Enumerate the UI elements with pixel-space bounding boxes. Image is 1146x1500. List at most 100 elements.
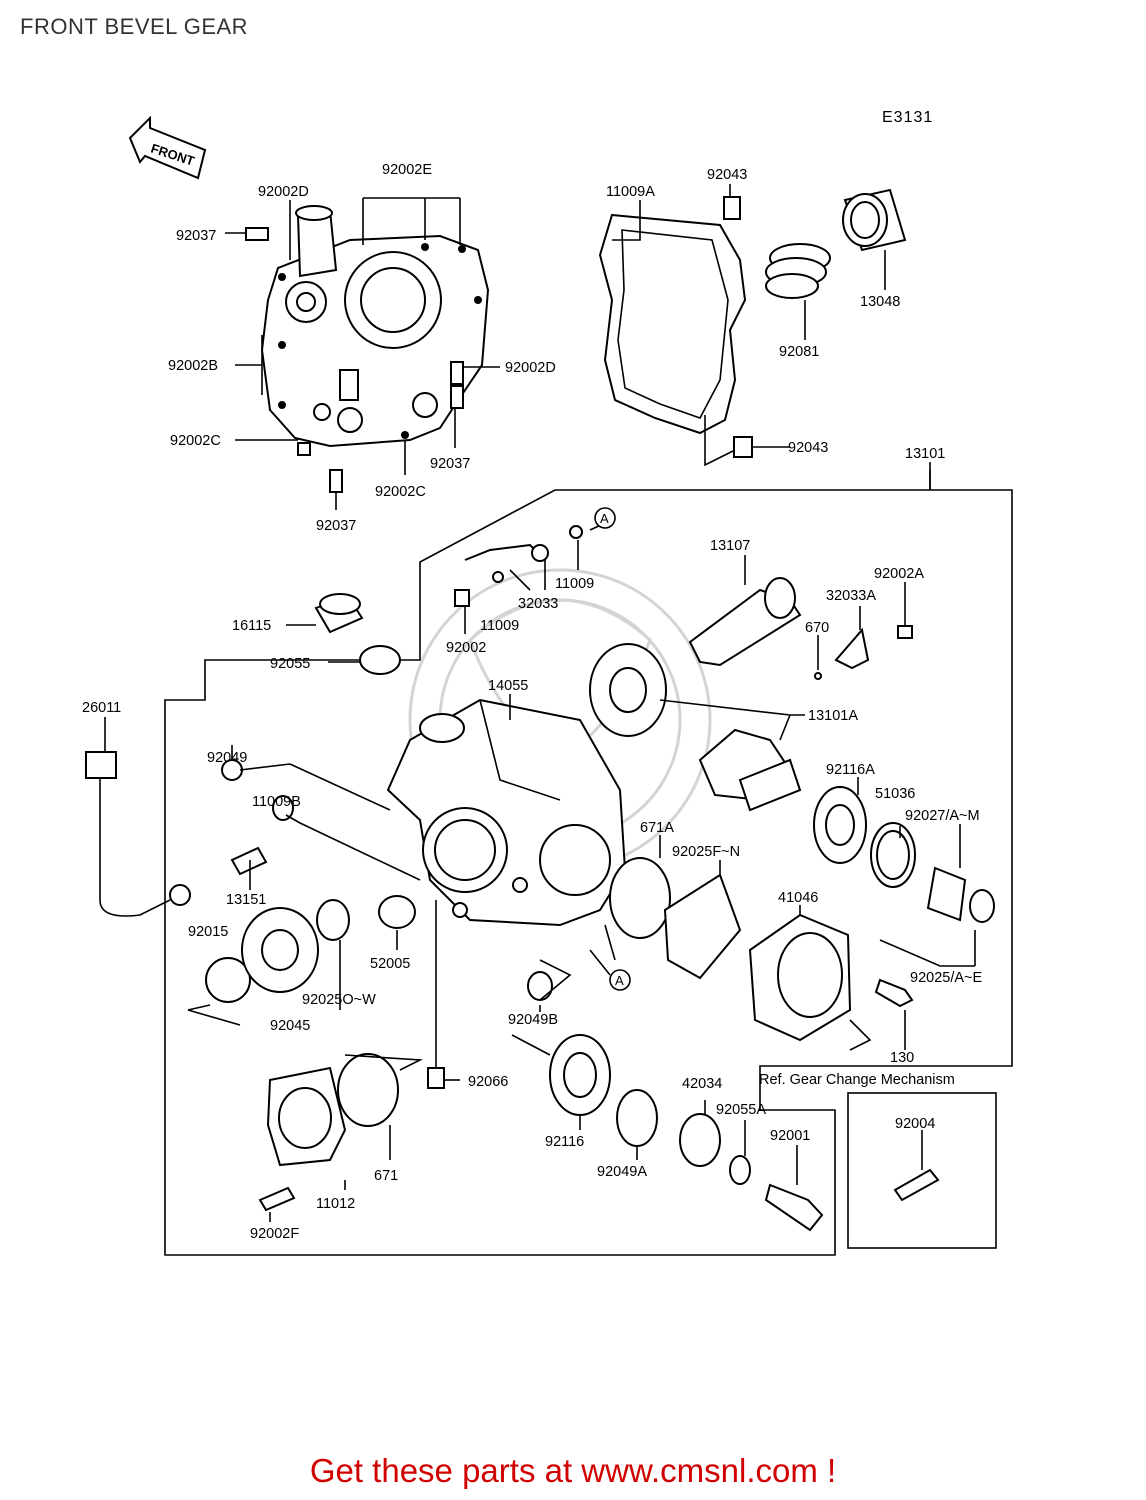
label-13151: 13151 bbox=[226, 892, 266, 908]
dowel-92043-upper bbox=[723, 196, 741, 220]
o-ring-671 bbox=[337, 1053, 399, 1127]
label-11009b: 11009B bbox=[252, 794, 301, 810]
label-92002: 92002 bbox=[446, 640, 486, 656]
label-92002c: 92002C bbox=[170, 433, 221, 449]
label-16115: 16115 bbox=[232, 618, 271, 634]
label-14055: 14055 bbox=[488, 678, 528, 694]
part-labels: 92002D 92002E 92037 92002B 92002D 92002C… bbox=[82, 162, 982, 1242]
label-130: 130 bbox=[890, 1050, 914, 1066]
label-671a: 671A bbox=[640, 820, 674, 836]
label-92027-a-m: 92027/A~M bbox=[905, 808, 980, 824]
label-92002b: 92002B bbox=[168, 358, 218, 374]
leader-lines bbox=[104, 184, 976, 1222]
bolt-92002 bbox=[454, 589, 470, 607]
label-92025f-n: 92025F~N bbox=[672, 844, 740, 860]
label-11009: 11009 bbox=[480, 618, 519, 634]
seal-92049a bbox=[616, 1089, 658, 1147]
label-13048: 13048 bbox=[860, 294, 900, 310]
switch-13151 bbox=[230, 846, 268, 876]
page-title: FRONT BEVEL GEAR bbox=[20, 14, 249, 39]
sensor-26011 bbox=[85, 751, 191, 917]
label-42034: 42034 bbox=[682, 1076, 722, 1092]
label-92015: 92015 bbox=[188, 924, 228, 940]
cover-11012 bbox=[266, 1066, 347, 1167]
label-11009a: 11009A bbox=[606, 184, 655, 200]
label-13101a: 13101A bbox=[808, 708, 858, 724]
label-92066: 92066 bbox=[468, 1074, 508, 1090]
label-13101: 13101 bbox=[905, 446, 945, 462]
bolt-130 bbox=[874, 978, 914, 1008]
shim-92025f bbox=[663, 873, 742, 980]
label-32033: 32033 bbox=[518, 596, 558, 612]
label-92002e: 92002E bbox=[382, 162, 432, 178]
label-92049: 92049 bbox=[207, 750, 247, 766]
label-92043: 92043 bbox=[707, 167, 747, 183]
label-92049b: 92049B bbox=[508, 1012, 558, 1028]
gear-42034 bbox=[679, 1113, 721, 1167]
assembly-frame bbox=[164, 470, 1013, 1256]
label-92001: 92001 bbox=[770, 1128, 810, 1144]
label-11009: 11009 bbox=[555, 576, 594, 592]
callout-a-lower: A bbox=[609, 969, 631, 991]
label-51036: 51036 bbox=[875, 786, 915, 802]
nut-92015 bbox=[205, 957, 251, 1003]
label-92002f: 92002F bbox=[250, 1226, 299, 1242]
label-92002c: 92002C bbox=[375, 484, 426, 500]
label-92002d: 92002D bbox=[258, 184, 309, 200]
bevel-gear-13101a bbox=[589, 643, 802, 812]
label-92043: 92043 bbox=[788, 440, 828, 456]
svg-text:A: A bbox=[600, 511, 609, 526]
ref-note: Ref. Gear Change Mechanism bbox=[759, 1072, 955, 1088]
label-671: 671 bbox=[374, 1168, 398, 1184]
label-92002d: 92002D bbox=[505, 360, 556, 376]
shim-92025o bbox=[316, 899, 350, 941]
label-41046: 41046 bbox=[778, 890, 818, 906]
shaft-13107 bbox=[688, 577, 802, 667]
label-92116a: 92116A bbox=[826, 762, 875, 778]
label-92049a: 92049A bbox=[597, 1164, 647, 1180]
label-92045: 92045 bbox=[270, 1018, 310, 1034]
diagram-code: E3131 bbox=[882, 109, 933, 126]
bolt-92001 bbox=[764, 1183, 824, 1232]
label-92004: 92004 bbox=[895, 1116, 935, 1132]
label-11012: 11012 bbox=[316, 1196, 355, 1212]
o-ring-671a bbox=[609, 857, 671, 939]
callout-a-upper: A bbox=[594, 507, 616, 529]
dowel-92043-lower bbox=[733, 436, 753, 458]
spring-92081 bbox=[765, 243, 831, 299]
label-92116: 92116 bbox=[545, 1134, 584, 1150]
label-92037: 92037 bbox=[430, 456, 470, 472]
label-92037: 92037 bbox=[316, 518, 356, 534]
pin-92004 bbox=[893, 1168, 940, 1202]
label-92025o-w: 92025O~W bbox=[302, 992, 376, 1008]
label-92037: 92037 bbox=[176, 228, 216, 244]
bearing-13048 bbox=[842, 188, 907, 252]
label-92025-a-e: 92025/A~E bbox=[910, 970, 982, 986]
label-92081: 92081 bbox=[779, 344, 819, 360]
gasket-11009a bbox=[598, 213, 747, 435]
label-26011: 26011 bbox=[82, 700, 121, 716]
gear-case-cover bbox=[245, 205, 490, 493]
ref-box bbox=[847, 1092, 997, 1249]
label-13107: 13107 bbox=[710, 538, 750, 554]
gear-case-14055 bbox=[386, 698, 627, 927]
label-32033a: 32033A bbox=[826, 588, 876, 604]
o-ring-92055a bbox=[729, 1155, 751, 1185]
footer-link[interactable]: Get these parts at www.cmsnl.com ! bbox=[309, 1452, 837, 1489]
bolt-92002f bbox=[258, 1186, 296, 1212]
dowel-92066 bbox=[427, 1067, 445, 1089]
label-92055: 92055 bbox=[270, 656, 310, 672]
label-670: 670 bbox=[805, 620, 829, 636]
plug-16115 bbox=[314, 593, 364, 634]
o-ring-92055 bbox=[359, 645, 401, 675]
sleeve-92027 bbox=[926, 866, 967, 922]
label-92055a: 92055A bbox=[716, 1102, 766, 1118]
svg-text:A: A bbox=[615, 973, 624, 988]
seal-52005 bbox=[378, 895, 416, 929]
front-arrow-icon: FRONT bbox=[128, 115, 207, 180]
housing-41046 bbox=[748, 913, 852, 1042]
label-92002a: 92002A bbox=[874, 566, 924, 582]
label-52005: 52005 bbox=[370, 956, 410, 972]
clip-32033a bbox=[834, 627, 870, 670]
